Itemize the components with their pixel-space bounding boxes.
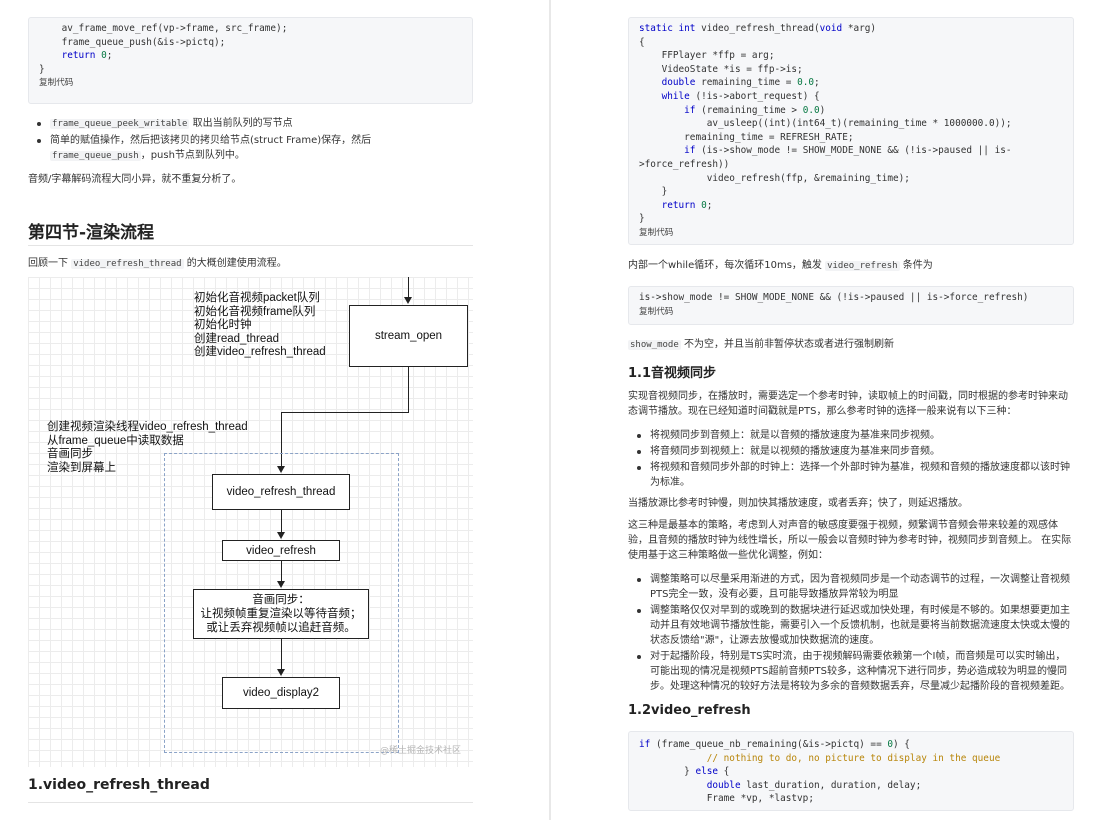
- paragraph-basic-strategy: 这三种是最基本的策略，考虑到人对声音的敏感度要强于视频，频繁调节音频会带来较差的…: [628, 520, 1072, 561]
- code-line: if (is->show_mode != SHOW_MODE_NONE && (…: [684, 145, 1012, 157]
- code-line: frame_queue_push(&is->pictq);: [39, 36, 226, 48]
- list-item: frame_queue_peek_writable 取出当前队列的写节点: [28, 116, 473, 132]
- arrow-head: [404, 297, 412, 304]
- paragraph-show-mode: show_mode 不为空，并且当前非暂停状态或者进行强制刷新: [628, 339, 894, 350]
- code-line: FFPlayer *ffp = arg;: [639, 50, 775, 62]
- code-block-video-refresh: if (frame_queue_nb_remaining(&is->pictq)…: [628, 731, 1074, 811]
- connector-line: [281, 561, 282, 581]
- code-line: VideoState *is = ffp->is;: [639, 63, 803, 75]
- code-line: {: [639, 36, 645, 48]
- list-item: 调整策略仅仅对早到的或晚到的数据块进行延迟或加快处理，有时候是不够的。如果想要更…: [628, 603, 1074, 648]
- code-line: static int video_refresh_thread(void *ar…: [639, 23, 877, 34]
- paragraph-slow: 当播放源比参考时钟慢，则加快其播放速度，或者丢弃；快了，则延迟播放。: [628, 498, 968, 509]
- copy-code-button[interactable]: 复制代码: [639, 227, 674, 238]
- code-line: while (!is->abort_request) {: [661, 90, 820, 102]
- inline-code: frame_queue_push: [50, 151, 141, 161]
- arrow-head: [277, 466, 285, 473]
- code-line: }: [39, 63, 45, 75]
- paragraph-sync: 实现音视频同步，在播放时，需要选定一个参考时钟，读取帧上的时间戳，同时根据的参考…: [628, 391, 1068, 417]
- code-line: }: [639, 213, 645, 225]
- code-line: double last_duration, duration, delay;: [706, 779, 922, 791]
- inline-code: frame_queue_peek_writable: [50, 119, 190, 129]
- list-item: 将音频同步到视频上：就是以视频的播放速度为基准来同步音频。: [628, 444, 1074, 459]
- arrow-head: [277, 669, 285, 676]
- inline-code: video_refresh: [825, 261, 900, 271]
- list-item: 对于起播阶段，特别是TS实时流，由于视频解码需要依赖第一个I帧，而音频是可以实时…: [628, 649, 1074, 694]
- arrow-head: [277, 532, 285, 539]
- code-comment: // nothing to do, no picture to display …: [639, 752, 1001, 764]
- connector-line: [281, 510, 282, 532]
- connector-line: [408, 367, 409, 412]
- code-line: if (frame_queue_nb_remaining(&is->pictq)…: [639, 739, 910, 750]
- code-line: double remaining_time = 0.0;: [661, 77, 820, 89]
- connector-line: [408, 277, 409, 297]
- list-item: 将视频同步到音频上：就是以音频的播放速度为基准来同步视频。: [628, 428, 1074, 443]
- render-flow-diagram: 初始化音视频packet队列 初始化音视频frame队列 初始化时钟 创建rea…: [28, 277, 473, 767]
- code-line: return 0;: [61, 50, 113, 62]
- video-display2-box: video_display2: [222, 677, 340, 709]
- code-line: remaining_time = REFRESH_RATE;: [639, 131, 854, 143]
- section-title: 第四节-渲染流程: [28, 223, 155, 243]
- code-line: video_refresh(ffp, &remaining_time);: [639, 172, 910, 184]
- code-line: Frame *vp, *lastvp;: [639, 793, 814, 805]
- inline-code: video_refresh_thread: [71, 259, 184, 269]
- av-sync-box: 音画同步： 让视频帧重复渲染以等待音频； 或让丢弃视频帧以追赶音频。: [193, 589, 369, 639]
- code-line: }: [639, 186, 668, 198]
- code-block-refresh-thread: static int video_refresh_thread(void *ar…: [628, 17, 1074, 245]
- list-item: 将视频和音频同步外部的时钟上：选择一个外部时钟为基准，视频和音频的播放速度都以该…: [628, 460, 1074, 490]
- code-line: return 0;: [661, 199, 713, 211]
- code-line: av_frame_move_ref(vp->frame, src_frame);: [61, 23, 288, 34]
- code-line: av_usleep((int)(int64_t)(remaining_time …: [639, 118, 1012, 130]
- subsection-rule: [28, 802, 473, 803]
- code-block-frame-push: av_frame_move_ref(vp->frame, src_frame);…: [28, 17, 473, 104]
- connector-line: [281, 412, 282, 467]
- paragraph-audio: 音频/字幕解码流程大同小异，就不重复分析了。: [28, 174, 242, 185]
- bullet-list-sync: 将视频同步到音频上：就是以音频的播放速度为基准来同步视频。 将音频同步到视频上：…: [628, 428, 1074, 491]
- left-page: av_frame_move_ref(vp->frame, src_frame);…: [28, 17, 473, 803]
- code-line: if (remaining_time > 0.0): [684, 104, 826, 116]
- heading-video-refresh: 1.2video_refresh: [628, 703, 751, 718]
- list-item: 调整策略可以尽量采用渐进的方式，因为音视频同步是一个动态调节的过程，一次调整让音…: [628, 572, 1074, 602]
- page-divider: [549, 0, 551, 820]
- connector-line: [281, 639, 282, 669]
- paragraph-loop: 内部一个while循环，每次循环10ms，触发 video_refresh 条件…: [628, 260, 933, 271]
- copy-code-button[interactable]: 复制代码: [39, 78, 74, 89]
- heading-av-sync: 1.1音视频同步: [628, 366, 717, 381]
- list-item: 简单的赋值操作，然后把该拷贝的拷贝给节点(struct Frame)保存，然后 …: [28, 133, 473, 164]
- code-line: } else {: [639, 766, 730, 778]
- right-page: static int video_refresh_thread(void *ar…: [551, 0, 1098, 820]
- section-rule: [28, 245, 473, 246]
- video-refresh-thread-box: video_refresh_thread: [212, 474, 350, 510]
- stream-open-box: stream_open: [349, 305, 468, 367]
- arrow-head: [277, 581, 285, 588]
- copy-code-button[interactable]: 复制代码: [639, 306, 674, 317]
- paragraph-intro: 回顾一下 video_refresh_thread 的大概创建使用流程。: [28, 258, 287, 269]
- inline-code: show_mode: [628, 340, 681, 350]
- code-line: is->show_mode != SHOW_MODE_NONE && (!is-…: [639, 292, 1029, 303]
- code-block-condition: is->show_mode != SHOW_MODE_NONE && (!is-…: [628, 286, 1074, 325]
- thread-boundary: [164, 453, 399, 753]
- bullet-list-queue: frame_queue_peek_writable 取出当前队列的写节点 简单的…: [28, 116, 473, 165]
- subsection-title: 1.video_refresh_thread: [28, 777, 210, 793]
- init-steps-label: 初始化音视频packet队列 初始化音视频frame队列 初始化时钟 创建rea…: [194, 292, 326, 358]
- create-thread-label: 创建视频渲染线程video_refresh_thread 从frame_queu…: [47, 421, 248, 474]
- bullet-list-optimizations: 调整策略可以尽量采用渐进的方式，因为音视频同步是一个动态调节的过程，一次调整让音…: [628, 572, 1074, 695]
- watermark: @稀土掘金技术社区: [380, 746, 462, 756]
- connector-line: [281, 412, 409, 413]
- code-line: >force_refresh)): [639, 158, 730, 170]
- video-refresh-box: video_refresh: [222, 540, 340, 561]
